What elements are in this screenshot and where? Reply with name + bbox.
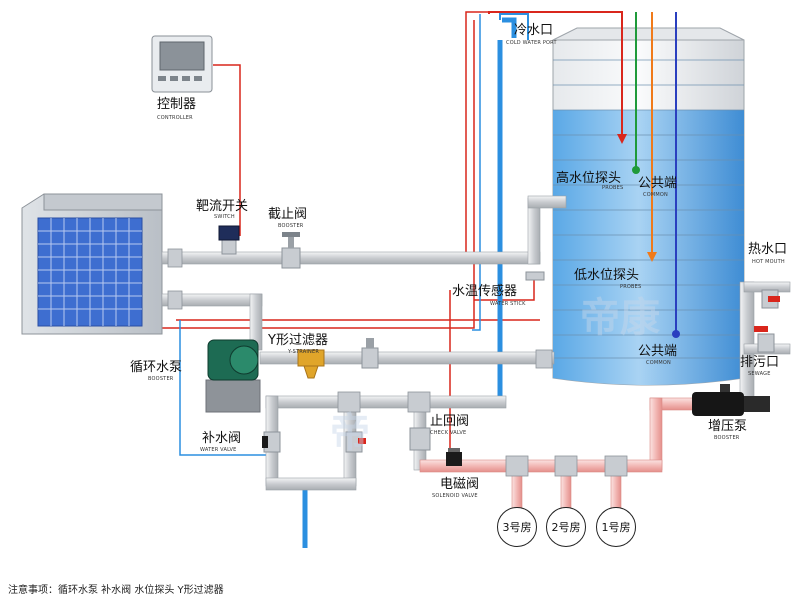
watermark-logo-2: 帝 — [330, 410, 370, 456]
heat-pump-unit — [21, 193, 163, 335]
hot-water-pipes — [419, 397, 695, 513]
label-circ-pump: 循环水泵 — [130, 360, 183, 375]
pipe-fittings — [167, 248, 628, 477]
label-common-bottom-en: COMMON — [646, 360, 671, 366]
label-booster-pump-en: BOOSTER — [714, 435, 740, 441]
room-3-circle: 3号房 — [497, 507, 537, 547]
label-makeup-valve: 补水阀 — [202, 431, 242, 446]
footer-note: 注意事项：循环水泵 补水阀 水位探头 Y形过滤器 — [8, 585, 224, 596]
label-circ-pump-en: BOOSTER — [148, 376, 174, 382]
label-cold-water-port: 冷水口 — [514, 23, 554, 38]
booster-pump-device — [692, 384, 770, 416]
label-cold-water-port-en: COLD WATER PORT — [506, 40, 557, 46]
y-strainer-device — [297, 349, 325, 379]
label-booster-pump: 增压泵 — [708, 419, 748, 434]
hot-water-valve — [761, 289, 780, 309]
low-probe-tip — [647, 252, 657, 262]
label-drain-port: 排污口 — [740, 355, 780, 370]
water-tank — [552, 27, 745, 386]
watermark-logo: 帝康 — [580, 295, 660, 341]
label-makeup-valve-en: WATER VALVE — [200, 447, 237, 453]
label-common-top-en: COMMON — [643, 192, 668, 198]
label-controller: 控制器 — [157, 97, 197, 112]
label-target-switch: 靶流开关 — [196, 199, 249, 214]
label-hot-water-port: 热水口 — [748, 242, 788, 257]
label-stop-valve-en: BOOSTER — [278, 223, 304, 229]
stop-valve — [281, 232, 301, 269]
label-low-probe-en: PROBES — [620, 284, 642, 290]
label-target-switch-en: SWITCH — [214, 214, 235, 220]
label-low-probe: 低水位探头 — [574, 268, 640, 283]
target-flow-switch — [218, 225, 240, 255]
label-stop-valve: 截止阀 — [268, 207, 308, 222]
grey-pipes — [161, 195, 791, 491]
label-common-bottom: 公共端 — [638, 344, 678, 359]
solenoid-valve-device — [446, 448, 462, 466]
label-solenoid-valve-en: SOLENOID VALVE — [432, 493, 478, 499]
water-temp-sensor-device — [525, 271, 545, 281]
label-check-valve: 止回阀 — [430, 414, 470, 429]
label-hot-water-port-en: HOT MOUTH — [752, 259, 785, 265]
high-probe-tip — [617, 134, 627, 144]
room-1-circle: 1号房 — [596, 507, 636, 547]
drain-valve — [754, 326, 775, 353]
room-2-circle: 2号房 — [546, 507, 586, 547]
label-controller-en: CONTROLLER — [157, 115, 193, 121]
makeup-valve-device — [262, 431, 366, 453]
controller-device — [151, 35, 213, 93]
label-y-strainer: Y形过滤器 — [268, 333, 328, 348]
circulation-pump — [205, 339, 261, 413]
probe-wires — [488, 11, 680, 338]
label-water-temp-sensor-en: WATER STICK — [490, 301, 526, 307]
common-bottom-tip — [672, 330, 680, 338]
circulation-valve — [361, 338, 379, 369]
label-water-temp-sensor: 水温传感器 — [452, 284, 518, 299]
common-top-tip — [632, 166, 640, 174]
check-valve-device — [409, 427, 431, 451]
label-y-strainer-en: Y-STRAINER — [288, 349, 320, 355]
label-drain-port-en: SEWAGE — [748, 371, 771, 377]
label-common-top: 公共端 — [638, 176, 678, 191]
label-high-probe-en: PROBES — [602, 185, 624, 191]
label-high-probe: 高水位探头 — [556, 171, 622, 186]
label-solenoid-valve: 电磁阀 — [440, 477, 480, 492]
label-check-valve-en: CHECK VALVE — [430, 430, 467, 436]
